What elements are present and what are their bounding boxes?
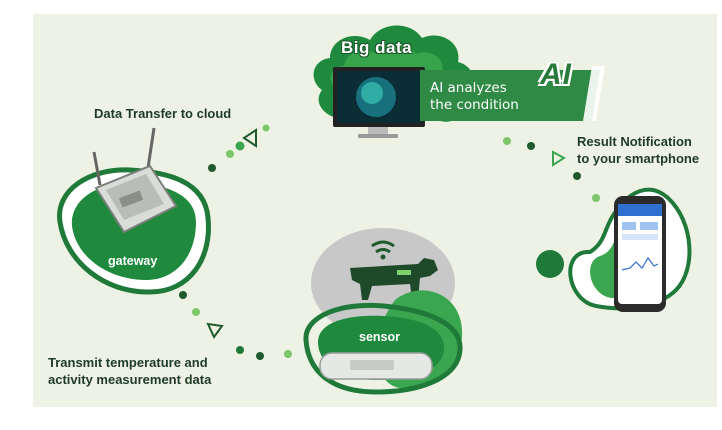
gateway-antenna-right <box>146 127 156 169</box>
flow-dot <box>256 352 264 360</box>
ai-badge: AI <box>540 58 572 91</box>
phone-graph <box>621 256 659 271</box>
flow-path-sensor-to-gateway <box>179 291 292 360</box>
monitor-stand <box>368 127 388 135</box>
flow-dot <box>503 137 511 145</box>
flow-dot <box>592 194 600 202</box>
flow-path-cloud-to-phone <box>503 137 600 202</box>
flow-path-gateway-to-cloud <box>208 124 270 172</box>
flow-dot <box>236 346 244 354</box>
flow-dot <box>226 150 234 158</box>
globe-core <box>361 82 383 104</box>
step-data-transfer-to-cloud: Data Transfer to cloud <box>94 106 232 121</box>
flow-dot <box>235 141 245 151</box>
phone-ui-block-3 <box>622 234 658 240</box>
phone-screen <box>618 204 662 304</box>
gateway-label: gateway <box>108 254 158 268</box>
sensor-node <box>303 228 463 395</box>
flow-arrow-icon <box>552 150 566 167</box>
smartphone-node <box>536 187 692 312</box>
wifi-arc-outer <box>371 240 395 248</box>
flow-dot <box>573 172 581 180</box>
step-transmit-measurement-data: Transmit temperature and activity measur… <box>48 355 212 387</box>
sensor-label: sensor <box>359 330 400 344</box>
cloud-title: Big data <box>341 38 413 57</box>
sensor-capsule-label <box>350 360 394 370</box>
ai-analysis-text: AI analyzes the condition <box>430 80 519 113</box>
phone-dot-large <box>536 250 564 278</box>
phone-ui-block-1 <box>622 222 636 230</box>
flow-dot <box>208 164 216 172</box>
flow-dot <box>284 350 292 358</box>
phone-ui-block-2 <box>640 222 658 230</box>
gateway-label-plate <box>118 190 144 208</box>
phone-app-header <box>618 204 662 216</box>
sensor-ring <box>303 302 463 395</box>
cow-collar-tag <box>397 270 411 275</box>
gateway-node <box>57 127 211 295</box>
ai-band-accent <box>583 66 605 121</box>
cow-silhouette <box>350 258 438 300</box>
wifi-arc-inner <box>375 248 391 254</box>
gateway-antenna-left <box>92 151 102 186</box>
step-result-notification: Result Notification to your smartphone <box>577 134 700 166</box>
flow-arrow-icon <box>242 128 257 148</box>
flow-dot <box>262 124 270 132</box>
flow-dot <box>179 291 187 299</box>
flow-arrow-icon <box>206 322 224 339</box>
flow-dot <box>192 308 200 316</box>
flow-dot <box>527 142 535 150</box>
monitor-base <box>358 134 398 138</box>
wifi-dot <box>380 254 386 260</box>
ai-band <box>420 70 600 121</box>
